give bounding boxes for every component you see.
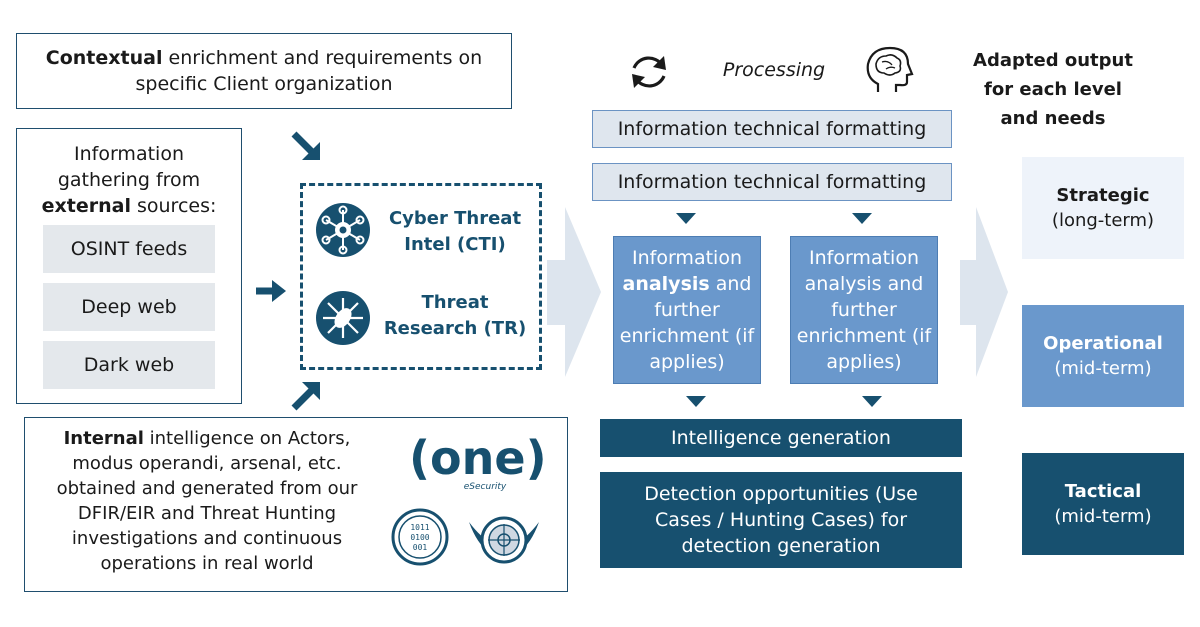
arrow-right-icon — [256, 280, 286, 302]
source-dark-web: Dark web — [43, 341, 215, 389]
level-operational-name: Operational — [1043, 333, 1163, 354]
contextual-text: Contextual enrichment and requirements o… — [45, 47, 483, 95]
triangle-down-icon — [676, 213, 696, 224]
external-sources-title: Information gathering from external sour… — [41, 143, 217, 217]
big-arrow-2 — [960, 207, 1008, 377]
level-operational: Operational (mid-term) — [1022, 305, 1184, 407]
level-tactical-name: Tactical — [1064, 481, 1142, 502]
level-strategic-name: Strategic — [1056, 185, 1150, 206]
level-strategic: Strategic (long-term) — [1022, 157, 1184, 259]
svg-text:001: 001 — [413, 543, 428, 552]
intelligence-generation-box: Intelligence generation — [600, 419, 962, 457]
formatting-box-2: Information technical formatting — [592, 163, 952, 201]
svg-text:0100: 0100 — [410, 533, 429, 542]
level-tactical-term: (mid-term) — [1054, 506, 1152, 527]
big-arrow-1 — [547, 207, 601, 377]
one-logo-subtitle: eSecurity — [463, 482, 507, 492]
triangle-down-icon — [686, 396, 706, 407]
analysis-box-1: Information analysis and further enrichm… — [613, 236, 761, 384]
winged-target-badge-icon — [469, 516, 539, 564]
svg-text:1011: 1011 — [410, 523, 429, 532]
triangle-down-icon — [852, 213, 872, 224]
source-deep-web: Deep web — [43, 283, 215, 331]
external-sources-box: Information gathering from external sour… — [16, 128, 242, 404]
triangle-down-icon — [862, 396, 882, 407]
refresh-icon — [632, 56, 666, 88]
processing-label: Processing — [722, 59, 826, 81]
analysis-box-2: Information analysis and further enrichm… — [790, 236, 938, 384]
analysis-text-1: Information analysis and further enrichm… — [619, 247, 755, 373]
bug-icon — [316, 291, 370, 345]
arrow-up-right-icon — [291, 382, 320, 411]
analysis-text-2: Information analysis and further enrichm… — [796, 247, 932, 373]
level-strategic-term: (long-term) — [1051, 210, 1155, 231]
source-osint: OSINT feeds — [43, 225, 215, 273]
one-logo: (one) — [409, 431, 547, 485]
network-hub-icon — [316, 203, 370, 257]
brain-head-icon — [866, 46, 914, 92]
formatting-box-1: Information technical formatting — [592, 110, 952, 148]
internal-text: Internal intelligence on Actors, modus o… — [56, 428, 358, 574]
contextual-box: Contextual enrichment and requirements o… — [16, 33, 512, 109]
binary-badge-icon: 1011 0100 001 — [391, 508, 449, 566]
detection-opportunities-box: Detection opportunities (Use Cases / Hun… — [600, 472, 962, 568]
arrow-down-right-icon — [291, 131, 320, 160]
level-operational-term: (mid-term) — [1054, 358, 1152, 379]
level-tactical: Tactical (mid-term) — [1022, 453, 1184, 555]
internal-box: Internal intelligence on Actors, modus o… — [24, 417, 568, 592]
